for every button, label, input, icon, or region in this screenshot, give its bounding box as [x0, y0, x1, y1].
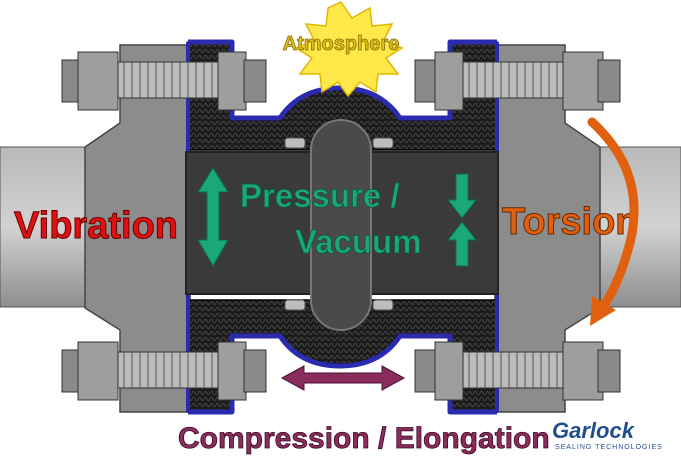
reinforcement-ring: [372, 299, 394, 311]
compression-elongation-label: Compression / Elongation: [178, 422, 550, 455]
reinforcement-ring: [372, 137, 394, 149]
double-vertical-arrow-icon: [197, 167, 229, 268]
torsion-label: Torsion: [502, 201, 639, 243]
sun-burst-icon: [294, 1, 404, 98]
brand-logo: Garlock: [552, 418, 636, 443]
vacuum-label: Vacuum: [295, 223, 422, 260]
liner-bottom: [188, 333, 497, 415]
reinforcement-ring: [284, 137, 306, 149]
double-horizontal-arrow-icon: [280, 365, 406, 391]
bolt-top-left: [61, 51, 267, 111]
converging-arrows-icon: [446, 173, 478, 267]
bolt-top-right: [414, 51, 621, 111]
bolt-bottom-left: [61, 341, 267, 401]
curved-arrow-icon: [587, 117, 639, 326]
brand-tagline: SEALING TECHNOLOGIES: [555, 444, 663, 451]
vibration-label: Vibration: [14, 205, 178, 247]
atmosphere-label: Atmosphere: [283, 33, 400, 55]
joint-arch: [310, 119, 372, 331]
pressure-label: Pressure /: [240, 177, 400, 214]
liner-top: [188, 39, 497, 121]
bolt-bottom-right: [414, 341, 621, 401]
reinforcement-ring: [284, 299, 306, 311]
